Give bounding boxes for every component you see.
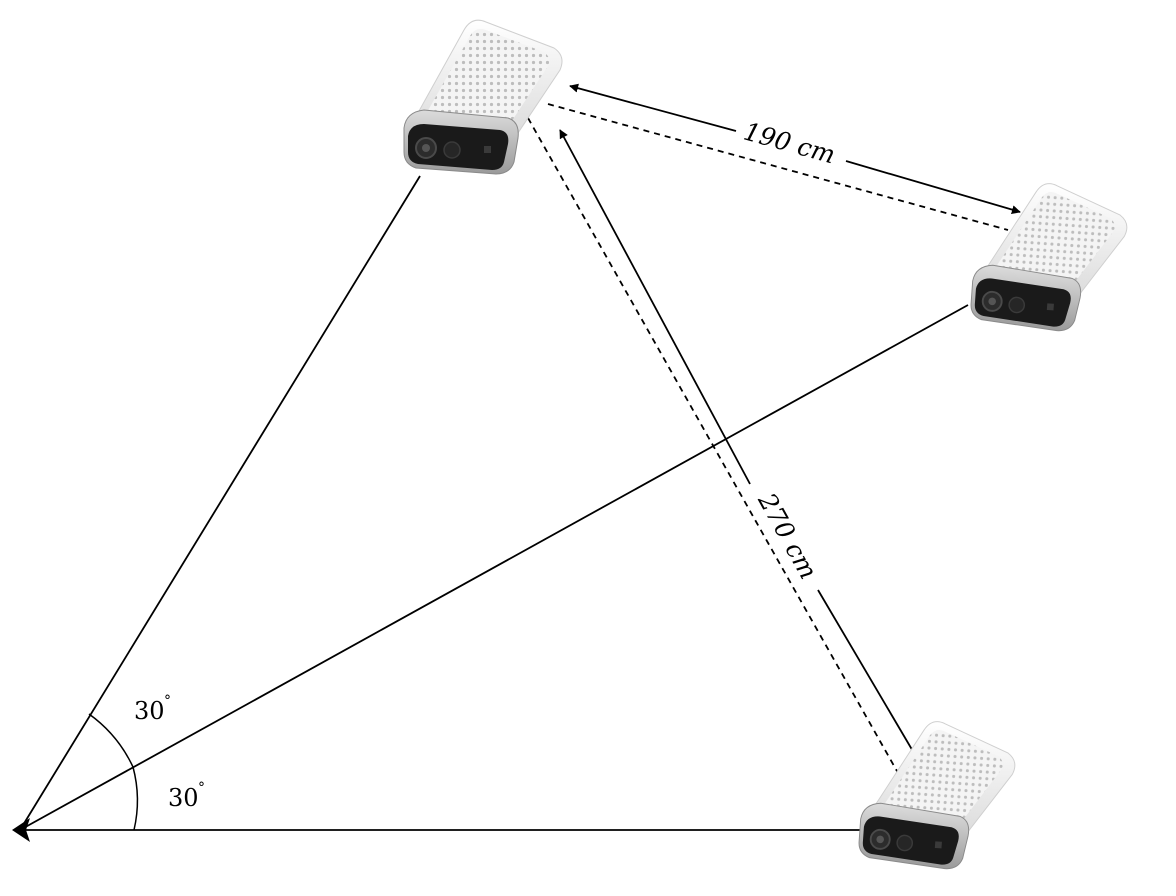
depth-camera-icon [403,19,563,175]
angle-label-lower: 30 [168,784,199,812]
angle-label-upper: 30 [134,697,165,725]
dimension-arrow-190-b [845,160,1021,215]
ray-to-right-camera [19,304,969,831]
depth-camera-icon [856,715,1019,874]
origin-arrowhead [12,818,30,842]
distance-label-190: 190 cm [741,117,839,170]
degree-mark-upper: ° [164,693,171,709]
dimension-arrow-270-a [559,129,751,485]
dashed-line-top-bottom [527,117,903,781]
degree-mark-lower: ° [198,780,205,796]
dimension-arrow-190-a [569,83,737,132]
distance-label-270: 270 cm [752,487,823,584]
angle-arc-lower [132,766,139,831]
depth-camera-icon [968,177,1131,336]
ray-to-top-camera [19,175,421,831]
dimension-arrow-270-b [817,589,925,771]
dashed-line-top-right [547,103,1009,231]
angle-arc-upper [88,713,134,768]
